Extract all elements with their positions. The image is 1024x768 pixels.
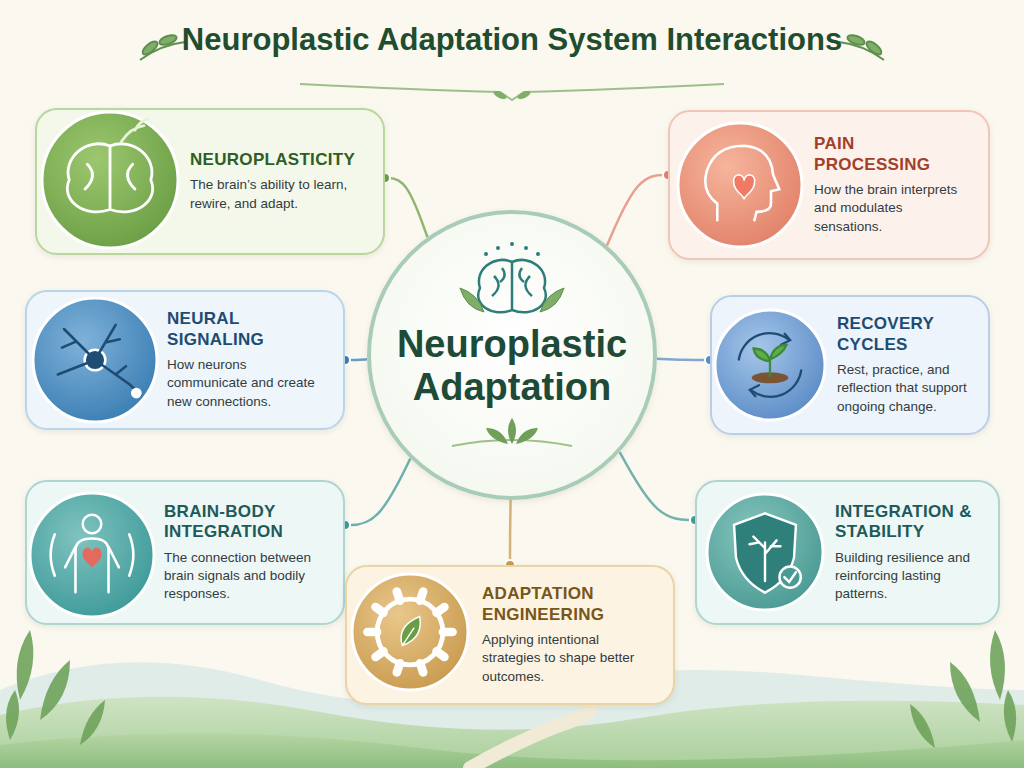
node-icon [678, 123, 802, 247]
topic-card: INTEGRATION & STABILITY Building resilien… [695, 480, 1000, 625]
topic-card: ADAPTATION ENGINEERING Applying intention… [345, 565, 675, 705]
node-icon [352, 574, 468, 690]
topic-description: Applying intentional strategies to shape… [482, 631, 659, 686]
connector-line [607, 175, 668, 245]
node-icon [30, 493, 154, 617]
topic-card: NEURAL SIGNALING How neurons communicate … [25, 290, 345, 430]
topic-heading: RECOVERY CYCLES [837, 314, 974, 355]
connector-line [657, 359, 710, 360]
node-icon [707, 494, 823, 610]
hub-label: Neuroplastic Adaptation [391, 323, 633, 408]
topic-heading: NEURAL SIGNALING [167, 309, 329, 350]
topic-heading: BRAIN-BODY INTEGRATION [164, 502, 329, 543]
topic-heading: INTEGRATION & STABILITY [835, 502, 984, 543]
topic-description: Building resilience and reinforcing last… [835, 549, 984, 604]
connector-line [385, 178, 427, 237]
topic-card: NEUROPLASTICITY The brain’s ability to le… [35, 108, 385, 255]
hub-circle: Neuroplastic Adaptation [367, 210, 657, 500]
node-icon [715, 310, 825, 420]
topic-description: The brain’s ability to learn, rewire, an… [190, 176, 369, 212]
topic-card: BRAIN-BODY INTEGRATION The connection bet… [25, 480, 345, 625]
topic-description: Rest, practice, and reflection that supp… [837, 361, 974, 416]
diagram-title: Neuroplastic Adaptation System Interacti… [0, 22, 1024, 58]
node-icon [33, 298, 157, 422]
topic-card: RECOVERY CYCLES Rest, practice, and refle… [710, 295, 990, 435]
topic-description: The connection between brain signals and… [164, 549, 329, 604]
topic-heading: ADAPTATION ENGINEERING [482, 584, 659, 625]
node-icon [42, 112, 178, 248]
topic-description: How the brain interprets and modulates s… [814, 181, 974, 236]
topic-card: PAIN PROCESSING How the brain interprets … [668, 110, 990, 260]
connector-line [345, 458, 410, 525]
connector-line [509, 500, 512, 565]
topic-description: How neurons communicate and create new c… [167, 356, 329, 411]
topic-heading: NEUROPLASTICITY [190, 150, 369, 170]
connector-line [620, 452, 695, 520]
topic-heading: PAIN PROCESSING [814, 134, 974, 175]
